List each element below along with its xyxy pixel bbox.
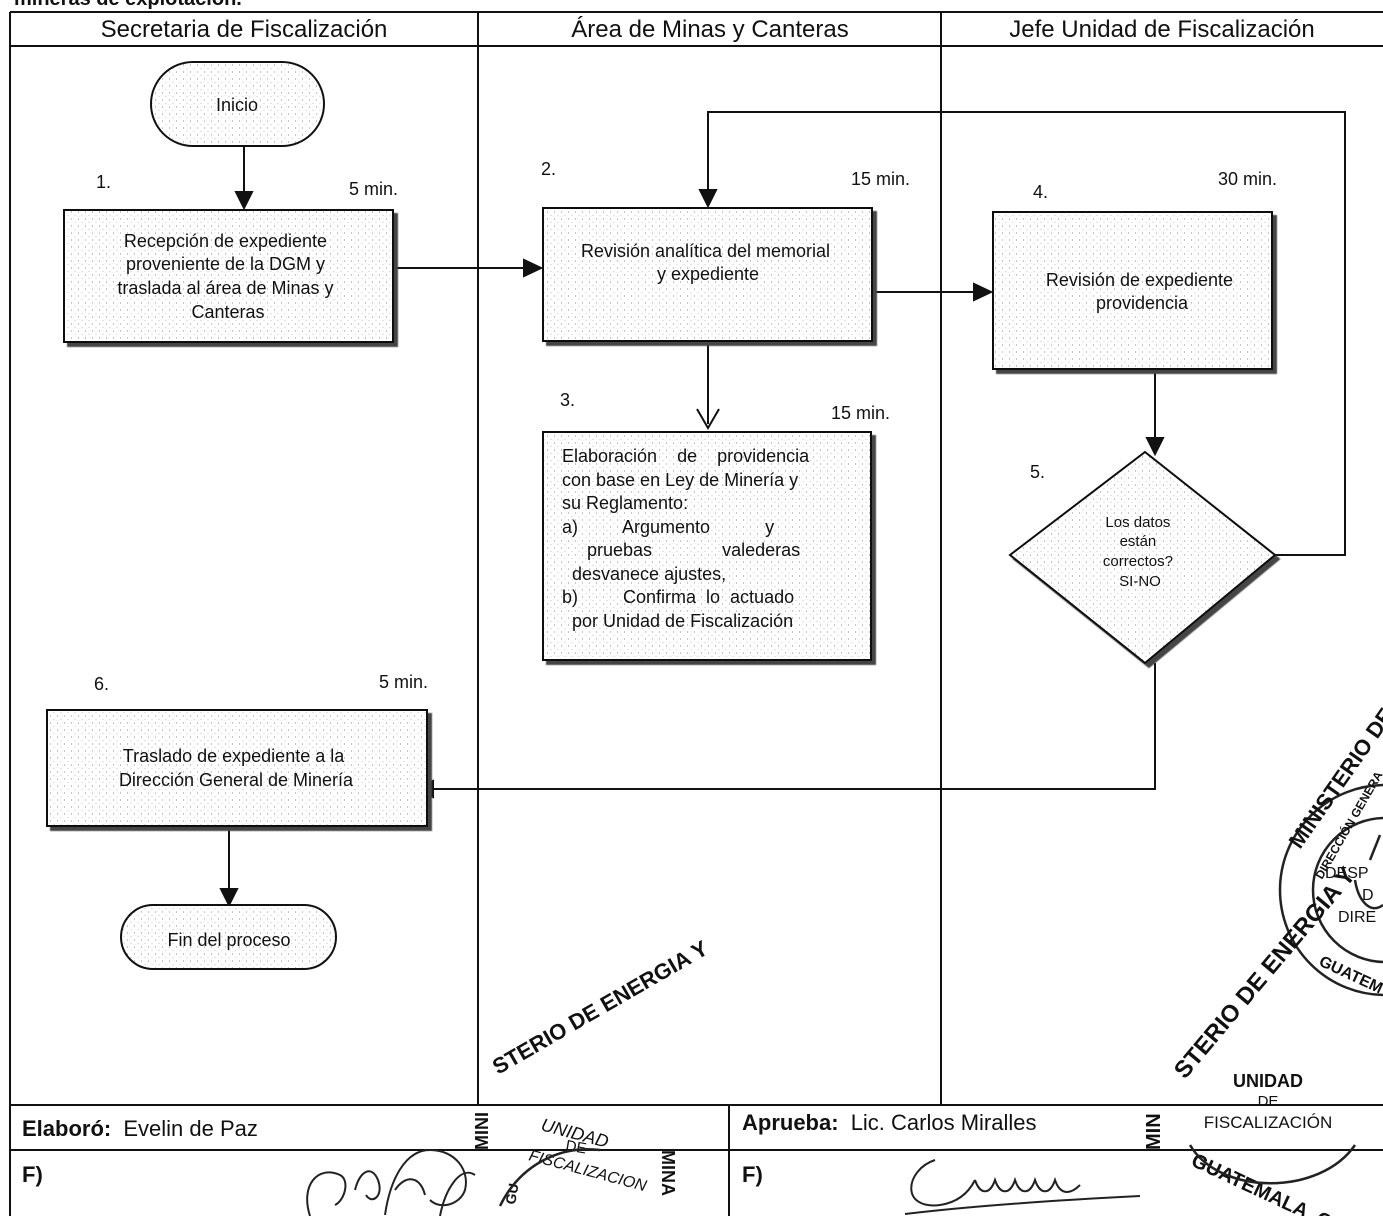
- step-6-line-2: Dirección General de Minería: [119, 770, 354, 790]
- step-1-text: Recepción de expediente proveniente de l…: [117, 231, 338, 322]
- stamp-mid-min: MIN: [1143, 1113, 1165, 1150]
- step-4-box: 4. 30 min. Revisión de expediente provid…: [992, 169, 1277, 370]
- signature-left: [306, 1148, 476, 1216]
- aprueba-name: Lic. Carlos Miralles: [851, 1110, 1037, 1135]
- arrowhead-to-end: [219, 888, 239, 908]
- step-4-text: Revisión de expediente providencia: [1046, 270, 1238, 313]
- lane-title-jefe-unidad: Jefe Unidad de Fiscalización: [1009, 16, 1315, 43]
- stamp-low-gu: GU: [502, 1182, 521, 1205]
- step-3-line-4: a) Argumento y: [562, 517, 774, 537]
- decision-line-3: correctos?: [1103, 553, 1173, 570]
- stamp-mid-de: DE: [1258, 1093, 1279, 1110]
- end-label: Fin del proceso: [167, 930, 290, 950]
- stamp-low-center: STERIO DE ENERGIA Y MINI UNIDAD DE FISCA…: [472, 935, 713, 1207]
- elaboro-line: Elaboró: Evelin de Paz: [22, 1116, 258, 1141]
- step-2-text: Revisión analítica del memorial y expedi…: [581, 241, 835, 284]
- stamp-low-mina: MINA: [658, 1150, 678, 1196]
- step-3-line-2: con base en Ley de Minería y: [562, 470, 798, 490]
- flow-connectors: [228, 111, 1346, 890]
- decision-text: Los datos están correctos? SI-NO: [1103, 514, 1177, 590]
- step-2-line-1: Revisión analítica del memorial: [581, 241, 830, 261]
- step-4-number: 4.: [1033, 182, 1048, 202]
- footer: Elaboró: Evelin de Paz Aprueba: Lic. Car…: [22, 1110, 1037, 1187]
- step-3-line-5: pruebas valederas: [562, 540, 800, 560]
- connector-decision-no-loop: [707, 111, 1346, 556]
- lane-title-minas-canteras: Área de Minas y Canteras: [571, 16, 848, 43]
- arrowhead-loop-to-step2: [698, 189, 718, 209]
- stamp-mid-right: STERIO DE ENERGIA Y MIN UNIDAD DE FISCAL…: [1143, 862, 1362, 1216]
- stamp-top-dire: DIRE: [1338, 909, 1376, 926]
- arrowhead-to-step3: [696, 408, 720, 430]
- step-3-line-1: Elaboración de providencia: [562, 446, 810, 466]
- step-1-line-4: Canteras: [191, 302, 264, 322]
- aprueba-label: Aprueba:: [742, 1110, 839, 1135]
- firma-left-label: F): [22, 1162, 43, 1187]
- step-6-text: Traslado de expediente a la Dirección Ge…: [119, 746, 354, 790]
- step-1-line-3: traslada al área de Minas y: [117, 278, 333, 298]
- stamp-low-ministerio: STERIO DE ENERGIA Y: [488, 935, 713, 1079]
- decision-number: 5.: [1030, 462, 1045, 482]
- step-4-time: 30 min.: [1218, 169, 1277, 189]
- stamp-top-d: D: [1362, 887, 1374, 904]
- step-4-line-1: Revisión de expediente: [1046, 270, 1233, 290]
- step-3-number: 3.: [560, 390, 575, 410]
- step-4-line-2: providencia: [1096, 293, 1189, 313]
- decision-line-4: SI-NO: [1119, 573, 1161, 590]
- connector-decision-yes-to-step6: [430, 663, 1156, 790]
- lane-grid: [9, 11, 1383, 1216]
- step-6-line-1: Traslado de expediente a la: [123, 746, 345, 766]
- firma-right-label: F): [742, 1162, 763, 1187]
- stamp-top-desp: DESP: [1325, 865, 1369, 882]
- step-1-time: 5 min.: [349, 179, 398, 199]
- step-3-line-3: su Reglamento:: [562, 493, 688, 513]
- arrowhead-to-step2: [523, 258, 544, 278]
- step-1-number: 1.: [96, 172, 111, 192]
- step-3-line-8: por Unidad de Fiscalización: [562, 611, 793, 631]
- aprueba-line: Aprueba: Lic. Carlos Miralles: [742, 1110, 1037, 1135]
- lane-title-secretaria: Secretaria de Fiscalización: [101, 16, 388, 43]
- step-2-line-2: y expediente: [657, 264, 759, 284]
- step-1-box: 1. 5 min. Recepción de expediente proven…: [63, 172, 398, 343]
- stamp-top-ministerio: MINISTERIO DE E: [1284, 686, 1383, 853]
- step-2-box: 2. 15 min. Revisión analítica del memori…: [541, 159, 910, 342]
- step-3-text: Elaboración de providencia con base en L…: [0, 0, 844, 631]
- end-terminal: Fin del proceso: [120, 904, 337, 970]
- step-3-line-7: b) Confirma lo actuado: [562, 587, 794, 607]
- elaboro-name: Evelin de Paz: [123, 1116, 258, 1141]
- decision-diamond: 5. Los datos están correctos? SI-NO: [1008, 450, 1277, 665]
- step-3-time: 15 min.: [831, 403, 890, 423]
- step-1-line-2: proveniente de la DGM y: [126, 254, 325, 274]
- stamp-mid-fiscalizacion: FISCALIZACIÓN: [1204, 1113, 1332, 1132]
- stamp-low-fiscalizacion: FISCALIZACION: [527, 1147, 649, 1195]
- start-terminal: Inicio: [150, 61, 325, 147]
- step-6-box: 6. 5 min. Traslado de expediente a la Di…: [46, 672, 428, 827]
- stamp-mid-unidad: UNIDAD: [1233, 1071, 1303, 1091]
- step-2-time: 15 min.: [851, 169, 910, 189]
- step-1-line-1: Recepción de expediente: [124, 231, 327, 251]
- stamp-low-mini: MINI: [472, 1112, 492, 1150]
- start-label: Inicio: [216, 95, 258, 115]
- arrowhead-to-decision: [1145, 437, 1165, 457]
- step-2-number: 2.: [541, 159, 556, 179]
- decision-line-1: Los datos: [1105, 514, 1170, 531]
- arrowhead-to-step1: [234, 191, 254, 211]
- step-6-time: 5 min.: [379, 672, 428, 692]
- decision-line-2: están: [1120, 533, 1157, 550]
- stamp-low-de: DE: [564, 1137, 587, 1157]
- signature-right: [904, 1159, 1141, 1215]
- cut-header-title: mineras de explotación.: [14, 0, 242, 11]
- step-6-number: 6.: [94, 674, 109, 694]
- elaboro-label: Elaboró:: [22, 1116, 111, 1141]
- arrowhead-to-step4: [973, 282, 994, 302]
- step-3-line-6: desvanece ajustes,: [562, 564, 726, 584]
- step-3-box: 3. 15 min. Elaboración de providencia co…: [0, 0, 890, 661]
